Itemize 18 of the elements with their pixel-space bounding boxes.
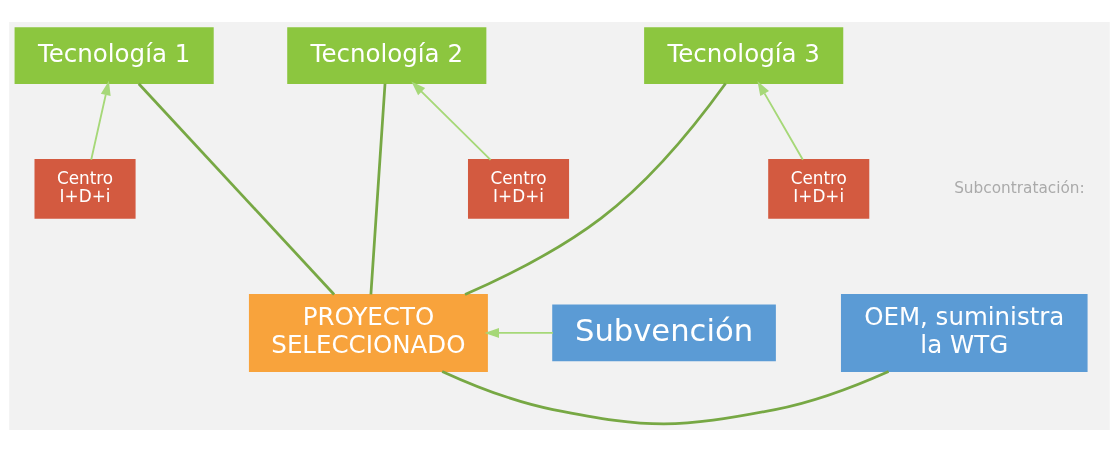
node-box: Subvención	[552, 304, 776, 362]
arrow	[411, 81, 492, 161]
label: Subcontratación:	[954, 178, 1085, 197]
node-box: Tecnología 2	[287, 27, 487, 85]
node-box: Tecnología 3	[644, 27, 844, 85]
node-box: OEM, suministra la WTG	[840, 293, 1088, 372]
node-box: PROYECTO SELECCIONADO	[248, 293, 488, 372]
node-box: Centro I+D+i	[768, 159, 870, 219]
connector	[137, 82, 336, 296]
node-box: Centro I+D+i	[467, 159, 570, 219]
arrow	[90, 80, 111, 161]
connector	[369, 83, 387, 295]
connector	[464, 82, 727, 296]
arrow	[484, 327, 554, 338]
node-box: Tecnología 1	[14, 27, 214, 85]
connector	[441, 370, 890, 426]
arrow	[757, 81, 804, 161]
node-box: Centro I+D+i	[34, 159, 136, 219]
